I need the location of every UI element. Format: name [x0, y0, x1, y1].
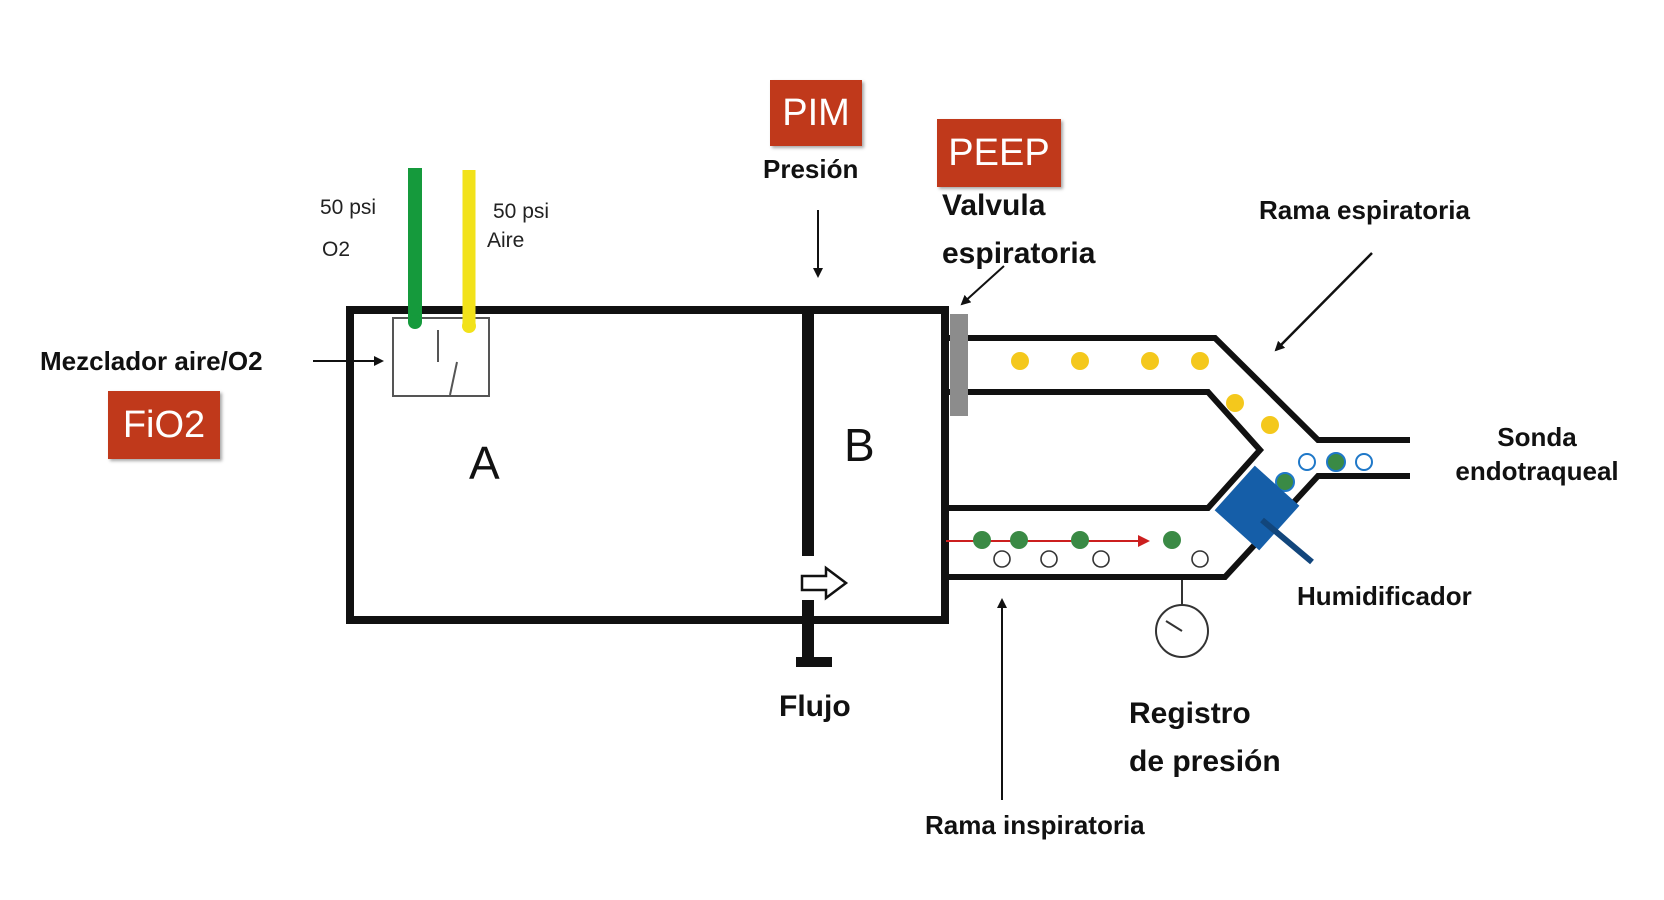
ett-label-line1: Sonda: [1497, 422, 1577, 452]
flow-label: Flujo: [779, 690, 851, 723]
inspiratory-limb: [942, 473, 1410, 620]
air-line-end: [462, 319, 476, 333]
inspired-gas-dot: [1071, 531, 1089, 549]
pressure-record-line2: de presión: [1129, 745, 1281, 778]
inspired-gas-dot: [1010, 531, 1028, 549]
valve-label-line1: Valvula: [942, 189, 1046, 222]
o2-pressure-label: 50 psi: [320, 196, 377, 219]
expiratory-limb-outer: [942, 310, 1410, 443]
tube-ring: [1298, 453, 1316, 471]
tube-ring: [1355, 453, 1373, 471]
tube-ring: [1326, 452, 1346, 472]
peep-badge: PEEP: [937, 119, 1061, 187]
chamber-a-label: A: [469, 437, 500, 489]
inspired-gas-dot: [1163, 531, 1181, 549]
expired-gas-dot: [1261, 416, 1279, 434]
pim-badge: PIM: [770, 80, 862, 146]
fio2-badge: FiO2: [108, 391, 220, 459]
o2-line-end: [408, 315, 422, 329]
mixer-label: Mezclador aire/O2: [40, 346, 263, 376]
inspired-gas-ring: [1040, 550, 1058, 568]
pressure-record-line1: Registro: [1129, 697, 1251, 730]
humidifier-label: Humidificador: [1297, 581, 1472, 611]
inspiratory-limb-label: Rama inspiratoria: [925, 810, 1145, 840]
expiratory-limb-label: Rama espiratoria: [1259, 195, 1470, 225]
inspired-gas-dot: [973, 531, 991, 549]
air-pressure-label: 50 psi: [493, 200, 550, 223]
chamber-b-label: B: [844, 419, 875, 471]
inspired-gas-ring: [1191, 550, 1209, 568]
expired-gas-dot: [1071, 352, 1089, 370]
expired-gas-dot: [1011, 352, 1029, 370]
expiratory-valve: [950, 314, 968, 416]
valve-label-line2: espiratoria: [942, 237, 1096, 270]
expired-gas-dot: [1226, 394, 1244, 412]
tube-ring: [1275, 472, 1295, 492]
flow-hollow-arrow: [800, 565, 849, 601]
gauge-needle: [1165, 620, 1183, 632]
humidifier: [1214, 465, 1300, 551]
inspired-gas-ring: [993, 550, 1011, 568]
pressure-label: Presión: [763, 154, 859, 184]
expiratory-limb-arrow: [1274, 252, 1373, 352]
air-name-label: Aire: [487, 229, 525, 252]
humidifier-pointer: [1260, 517, 1314, 565]
o2-name-label: O2: [322, 238, 351, 261]
valve-arrow: [960, 265, 1005, 306]
inspired-gas-ring: [1092, 550, 1110, 568]
expired-gas-dot: [1191, 352, 1209, 370]
expiratory-limb-inner: [942, 389, 1265, 511]
ett-label-line2: endotraqueal: [1455, 456, 1619, 486]
expired-gas-dot: [1141, 352, 1159, 370]
mixer-inner-slash: [449, 361, 458, 396]
